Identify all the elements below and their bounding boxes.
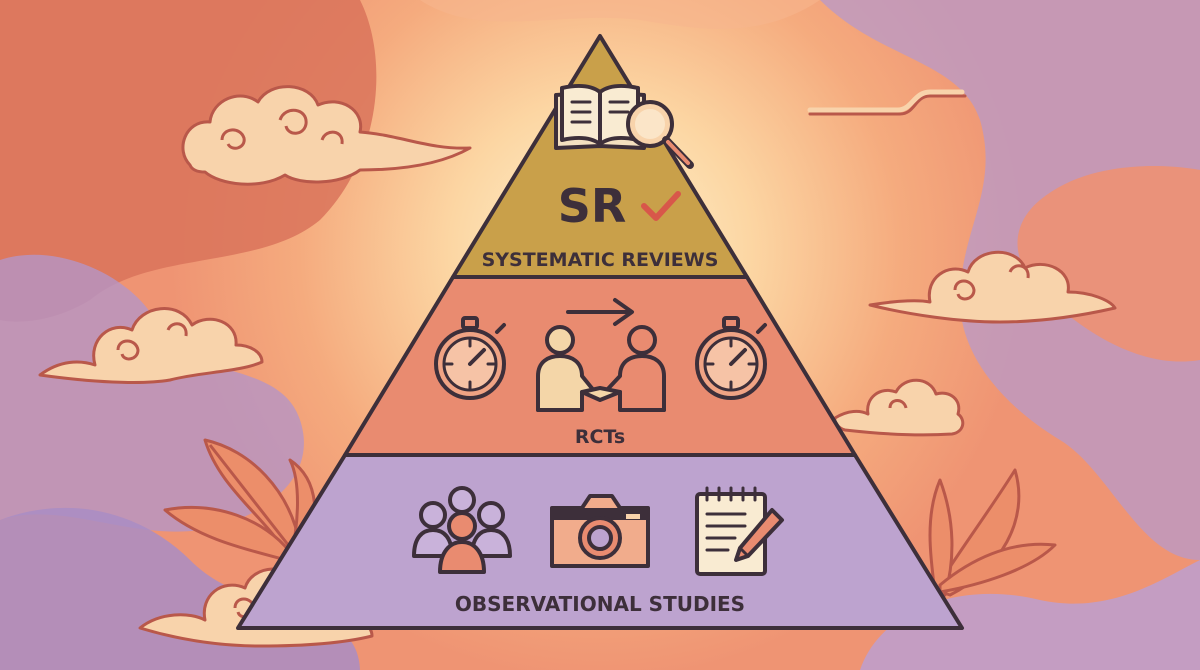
cloud-icon (833, 378, 965, 437)
wind-swirl-icon (807, 89, 967, 116)
tier-label-observational-studies: OBSERVATIONAL STUDIES (455, 592, 745, 616)
open-book-icon (554, 83, 646, 150)
camera-icon (550, 494, 650, 568)
stopwatch-icon (434, 316, 506, 400)
stopwatch-icon (695, 316, 767, 400)
cloud-icon (38, 307, 264, 384)
tier-label-rcts: RCTs (575, 426, 625, 448)
magnifying-glass-icon (626, 100, 694, 169)
leaf-icon (928, 468, 1057, 597)
group-people-icon (412, 486, 512, 574)
cloud-icon (868, 250, 1117, 324)
sr-badge-text: SR (558, 179, 627, 233)
arrow-right-icon (566, 298, 634, 326)
checkmark-icon (641, 191, 681, 221)
notepad-pencil-icon (695, 486, 784, 576)
handshake-icon (536, 325, 666, 412)
tier-label-systematic-reviews: SYSTEMATIC REVIEWS (482, 249, 719, 271)
cloud-icon (181, 85, 472, 186)
